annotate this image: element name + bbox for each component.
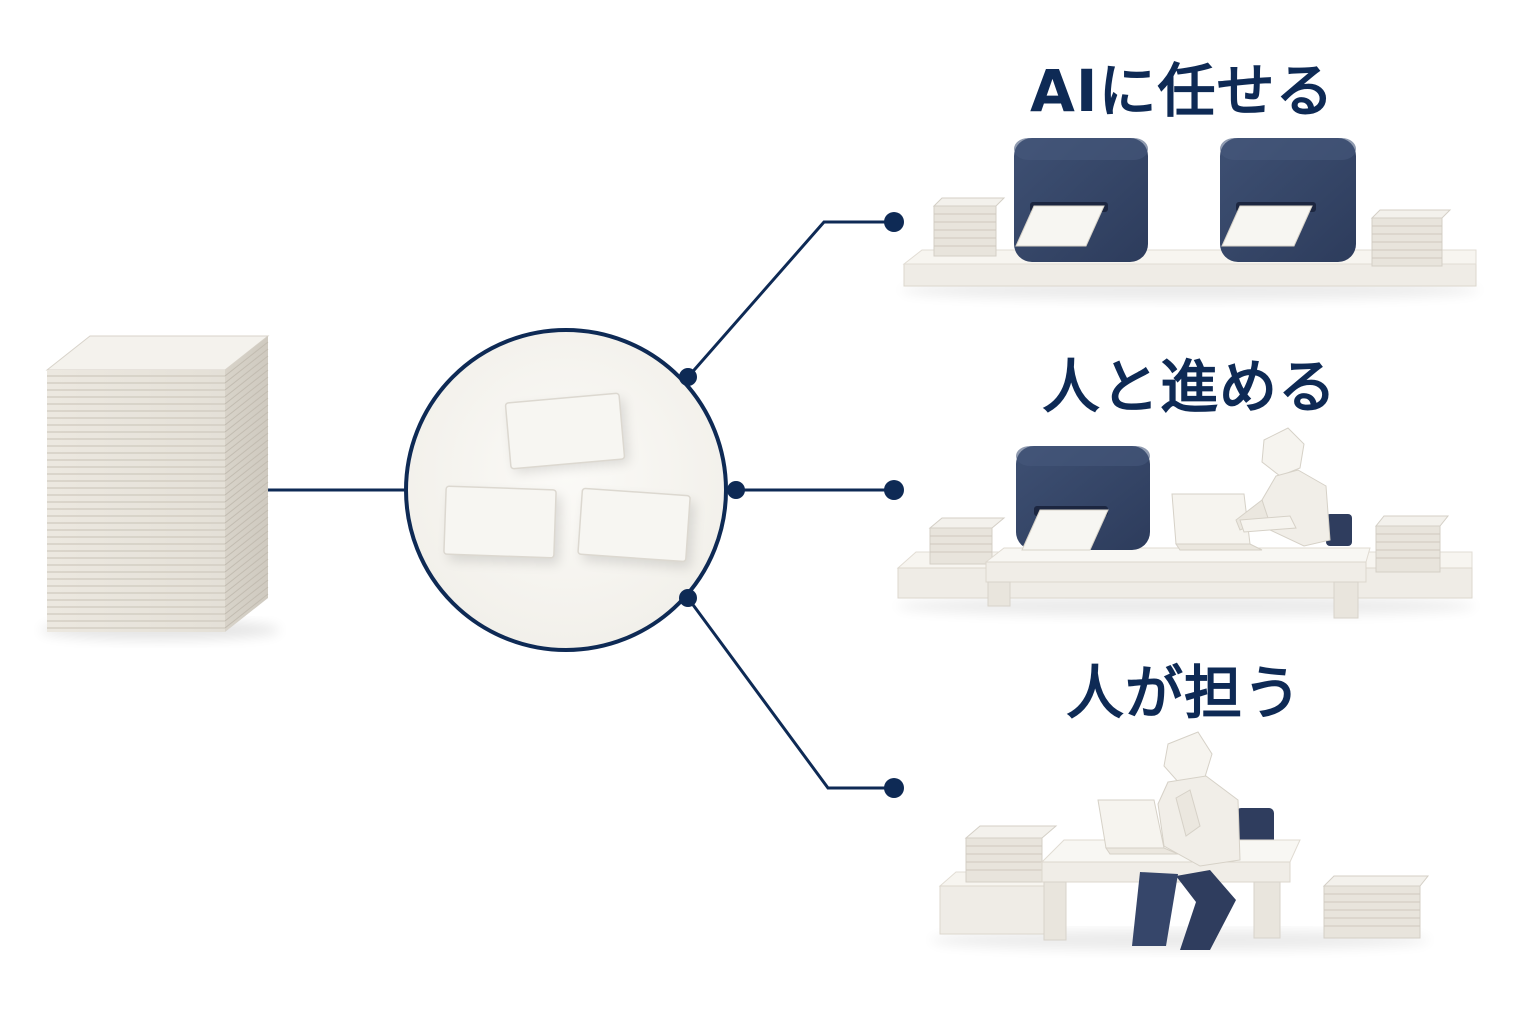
platform-left — [938, 871, 1055, 935]
person-thinking — [1132, 731, 1241, 950]
connection-dots — [679, 212, 904, 798]
small-stack-right — [1374, 515, 1450, 573]
scene-ai — [900, 138, 1480, 300]
connector-lines — [268, 220, 894, 790]
collab-machine — [1016, 446, 1150, 551]
connector-upper — [686, 220, 894, 378]
sorting-circle — [404, 328, 728, 652]
small-stack-left — [928, 517, 1006, 565]
card-top — [504, 392, 629, 473]
scene-collab — [896, 427, 1476, 619]
desk — [984, 547, 1371, 619]
small-stack-right — [1370, 209, 1452, 267]
small-stack-left — [964, 825, 1058, 883]
card-left — [443, 485, 561, 565]
dot-circle-upper — [679, 368, 697, 386]
ai-machine-1 — [1014, 138, 1148, 262]
small-stack-right — [1322, 875, 1430, 939]
dot-branch-ai — [884, 212, 904, 232]
paper-stack — [40, 335, 280, 640]
card-right — [577, 487, 695, 568]
laptop — [1171, 493, 1263, 551]
laptop — [1097, 799, 1179, 855]
person-working — [1235, 427, 1331, 547]
branch-label-human: 人が担う — [1066, 659, 1303, 727]
branch-label-ai: AIに任せる — [1030, 57, 1335, 125]
dot-circle-middle — [727, 481, 745, 499]
scene-human — [930, 731, 1430, 950]
connector-lower — [686, 597, 894, 790]
small-stack-left — [932, 197, 1006, 257]
dot-branch-human — [884, 778, 904, 798]
ai-machine-2 — [1220, 138, 1356, 262]
dot-circle-lower — [679, 589, 697, 607]
dot-branch-collab — [884, 480, 904, 500]
chair-back — [1326, 514, 1352, 546]
branch-label-collab: 人と進める — [1042, 353, 1338, 421]
